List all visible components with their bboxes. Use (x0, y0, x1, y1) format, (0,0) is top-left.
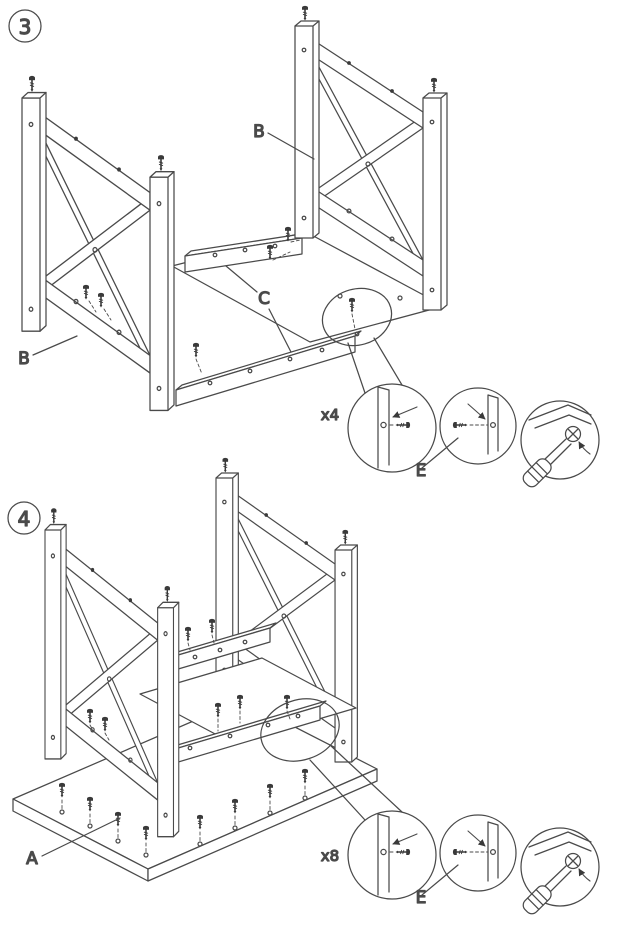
label-b-near: B (18, 335, 78, 370)
step-3-number: 3 (19, 15, 32, 39)
leader-line (225, 265, 258, 293)
hardware-detail-circles-step3 (348, 384, 599, 489)
callout-leader (373, 337, 403, 386)
mounting-screws-step4 (58, 618, 309, 853)
tabletop-label: A (26, 849, 38, 869)
leader-line (32, 335, 78, 356)
panel-label: B (253, 122, 265, 142)
callout-leader (347, 342, 366, 394)
hardware-label-e: E (416, 888, 427, 908)
callout-leader (329, 744, 403, 813)
screw-icon (101, 716, 109, 733)
panel-label: B (18, 349, 30, 369)
tabletop-panel-a (12, 699, 378, 882)
zoom-callout-step4 (260, 698, 403, 821)
leader-line (41, 817, 121, 857)
step-4-number: 4 (18, 507, 31, 531)
label-a: A (26, 817, 121, 870)
quantity-label: x4 (321, 406, 339, 424)
tabletop-pilot-holes (59, 795, 308, 858)
leader-line (267, 132, 315, 160)
step-3-badge: 3 (8, 9, 42, 43)
callout-leader (309, 759, 366, 821)
side-panel-b-near (22, 76, 174, 411)
screw-icon (208, 618, 216, 635)
quantity-label: x8 (321, 847, 339, 865)
pilot-hole (397, 295, 403, 301)
step-4-badge: 4 (7, 501, 41, 535)
zoom-callout-step3 (321, 287, 403, 394)
screw-icon (184, 626, 192, 643)
leader-line (268, 308, 292, 353)
rail-label: C (258, 289, 270, 309)
step-3-illustration: 3 (8, 6, 599, 490)
screw-icon (82, 284, 90, 301)
screw-icon (86, 708, 94, 725)
label-c: C (225, 265, 292, 353)
hardware-label-e: E (416, 461, 427, 481)
label-b-far: B (253, 121, 315, 160)
screw-icon (192, 342, 200, 359)
front-cross-rail-c (175, 330, 362, 407)
step-4-illustration: 4 (7, 458, 599, 917)
hardware-detail-circles-step4 (348, 811, 599, 916)
screw-icon (97, 292, 105, 309)
mounting-screws-step3 (82, 226, 360, 375)
